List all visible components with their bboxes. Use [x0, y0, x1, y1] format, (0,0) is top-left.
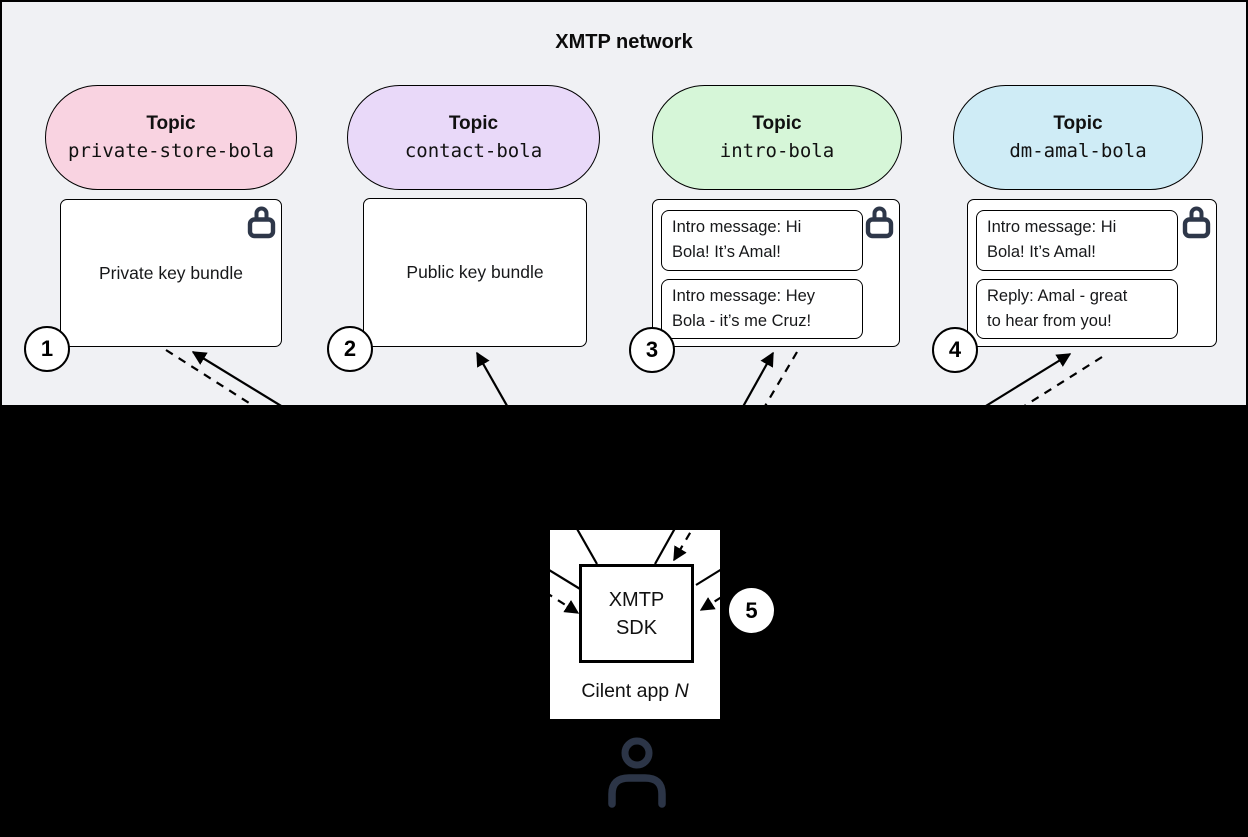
step-4-badge: 4 [932, 327, 978, 373]
pill-title: Topic [448, 113, 499, 134]
public-key-bundle-box: Public key bundle [363, 198, 587, 347]
message-line: Bola - it’s me Cruz! [672, 312, 812, 330]
message-line: Reply: Amal - great [987, 287, 1128, 305]
step-2-badge: 2 [327, 326, 373, 372]
message-bubble: Intro message: Hey Bola - it’s me Cruz! [661, 279, 863, 339]
message-bubble: Intro message: Hi Bola! It’s Amal! [661, 210, 863, 271]
pill-title: Topic [752, 113, 802, 134]
private-key-bundle-box: Private key bundle [60, 199, 282, 347]
message-line: Bola! It’s Amal! [987, 243, 1096, 261]
message-bubble: Reply: Amal - great to hear from you! [976, 279, 1178, 339]
message-line: Bola! It’s Amal! [672, 243, 781, 261]
message-line: to hear from you! [987, 312, 1112, 330]
topic-name: dm-amal-bola [1009, 140, 1147, 162]
topic-pill-dm-amal-bola: Topic dm-amal-bola [953, 85, 1203, 190]
client-app-label-text: Cilent app [581, 680, 675, 702]
network-title: XMTP network [555, 31, 693, 53]
client-app-label: Cilent app N [550, 680, 720, 703]
intro-messages-box: Intro message: Hi Bola! It’s Amal! Intro… [652, 199, 900, 347]
topic-name: private-store-bola [68, 140, 274, 162]
step-5-badge: 5 [729, 588, 774, 633]
message-bubble: Intro message: Hi Bola! It’s Amal! [976, 210, 1178, 271]
message-line: Intro message: Hi [987, 218, 1117, 236]
step-1-badge: 1 [24, 326, 70, 372]
xmtp-sdk-box: XMTP SDK [579, 564, 694, 663]
sdk-label-line: XMTP [608, 588, 665, 611]
dm-messages-box: Intro message: Hi Bola! It’s Amal! Reply… [967, 199, 1217, 347]
pill-title: Topic [146, 113, 196, 134]
node-label: Private key bundle [99, 262, 243, 283]
message-line: Intro message: Hi [672, 218, 802, 236]
step-3-badge: 3 [629, 327, 675, 373]
lock-icon [865, 204, 894, 239]
lock-icon [1182, 204, 1211, 239]
sdk-label-line: SDK [615, 616, 658, 639]
topic-pill-intro-bola: Topic intro-bola [652, 85, 902, 190]
pill-title: Topic [1053, 113, 1103, 134]
topic-name: intro-bola [719, 140, 835, 162]
message-line: Intro message: Hey [672, 287, 816, 305]
topic-pill-private-store-bola: Topic private-store-bola [45, 85, 297, 190]
node-label: Public key bundle [406, 262, 544, 282]
lock-icon [247, 204, 276, 239]
topic-name: contact-bola [404, 140, 543, 162]
person-icon [604, 728, 670, 813]
client-app-label-variable: N [674, 680, 689, 702]
topic-pill-contact-bola: Topic contact-bola [347, 85, 600, 190]
